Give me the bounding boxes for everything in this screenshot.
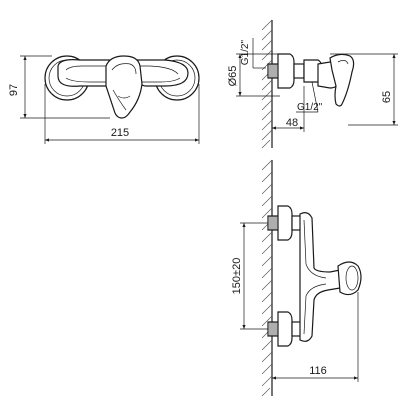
front-height-dim-label: 97 (8, 84, 20, 96)
side-wall-hatch (261, 19, 273, 149)
top-wall-hatch (261, 159, 273, 397)
front-view: 97 215 (8, 55, 200, 144)
side-thread-top-label: G1/2" (240, 40, 251, 66)
top-view: 150±20 116 (231, 159, 362, 397)
top-spacing-dim-label: 150±20 (231, 258, 243, 295)
front-width-dim-label: 215 (111, 127, 129, 139)
top-projection-dim-label: 116 (309, 365, 327, 377)
side-height-dim-label: 65 (381, 91, 393, 103)
side-depth-dim-label: 48 (286, 117, 298, 129)
side-view: G1/2" Ø65 G1/2" 48 65 (227, 19, 398, 149)
side-diameter-dim-label: Ø65 (227, 66, 239, 87)
side-thread-bottom-label: G1/2" (297, 102, 323, 113)
